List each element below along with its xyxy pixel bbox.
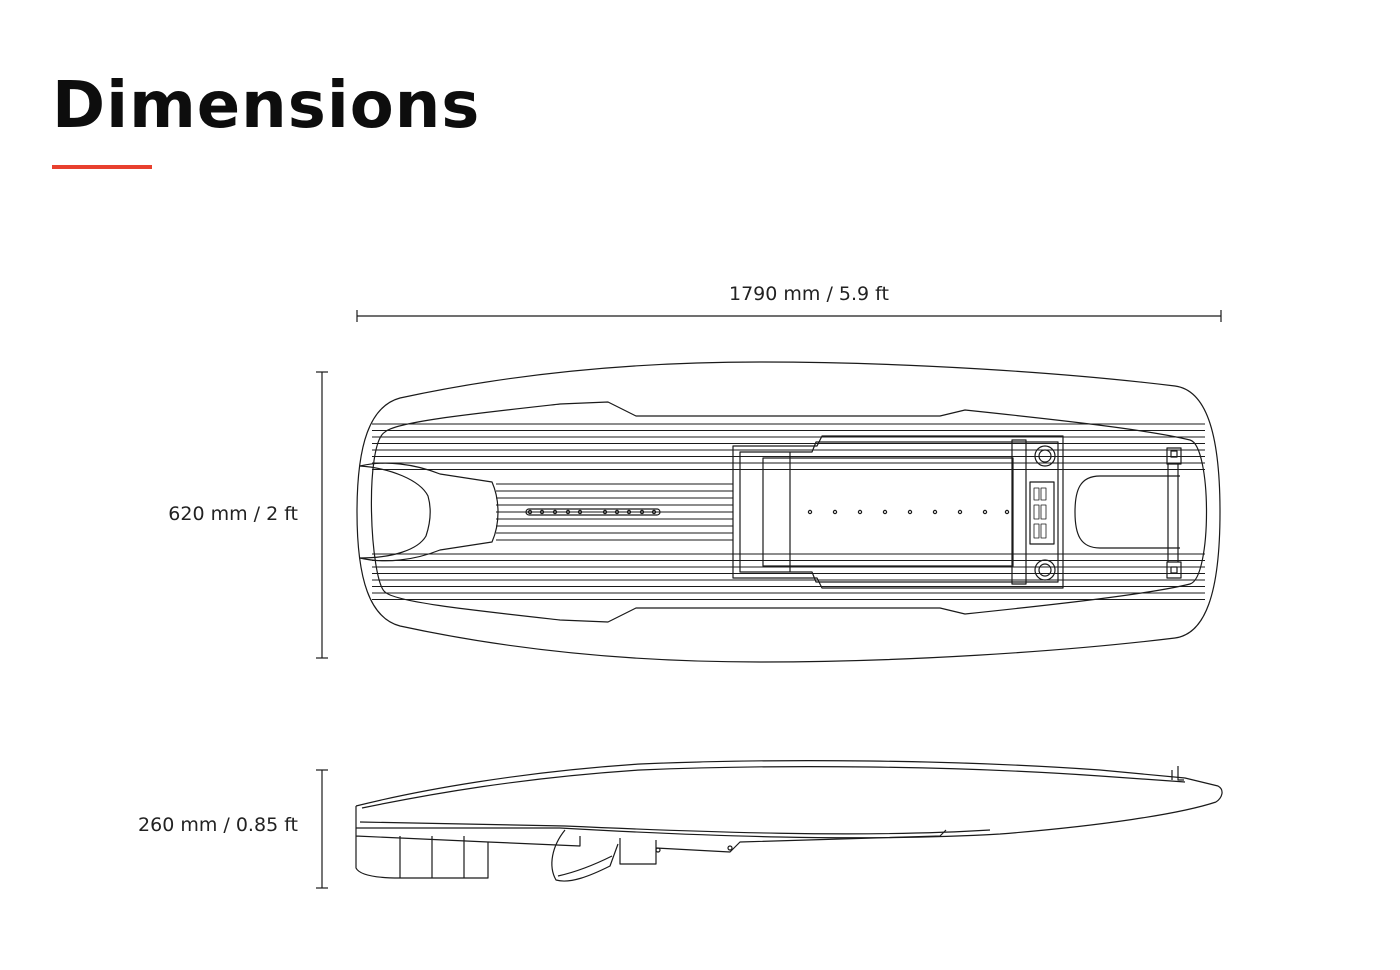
mount-hole	[807, 509, 813, 515]
mount-hole	[614, 509, 620, 515]
mount-rail	[525, 508, 661, 516]
mount-hole	[932, 509, 938, 515]
battery-module	[732, 435, 1064, 589]
tail-cavity	[1074, 475, 1180, 549]
mount-hole	[602, 509, 608, 515]
title-underline	[52, 165, 152, 169]
mount-hole	[832, 509, 838, 515]
mount-hole	[626, 509, 632, 515]
mount-hole	[982, 509, 988, 515]
length-dimension-label: 1790 mm / 5.9 ft	[729, 283, 889, 305]
jet-unit	[355, 828, 489, 879]
mount-hole	[539, 509, 545, 515]
mount-hole	[527, 509, 533, 515]
mount-holes	[525, 508, 1010, 516]
rear-handle	[1166, 447, 1182, 579]
length-dimension-line	[356, 310, 1222, 322]
deck-outline	[370, 401, 1208, 623]
power-button-bottom-icon	[1034, 559, 1056, 581]
mount-hole	[639, 509, 645, 515]
mount-hole	[552, 509, 558, 515]
height-dimension-line	[316, 769, 328, 889]
fin	[551, 829, 619, 882]
width-dimension-line	[316, 371, 328, 659]
hull-outline	[356, 361, 1221, 663]
mount-hole	[577, 509, 583, 515]
mount-hole	[957, 509, 963, 515]
side-hull-bottom	[355, 801, 1217, 839]
board-top-view	[356, 361, 1221, 663]
nose-cavity	[359, 462, 499, 562]
board-side-view	[355, 760, 1223, 882]
power-button-top-icon	[1034, 445, 1056, 467]
mount-hole	[882, 509, 888, 515]
mount-hole	[907, 509, 913, 515]
height-dimension-label: 260 mm / 0.85 ft	[138, 814, 298, 836]
width-dimension-label: 620 mm / 2 ft	[168, 503, 298, 525]
side-deck-line	[355, 760, 1223, 807]
mount-hole	[565, 509, 571, 515]
mount-hole	[1004, 509, 1010, 515]
mount-hole	[857, 509, 863, 515]
deck-grooves	[372, 423, 1205, 600]
mount-hole	[651, 509, 657, 515]
page-title: Dimensions	[52, 69, 481, 143]
